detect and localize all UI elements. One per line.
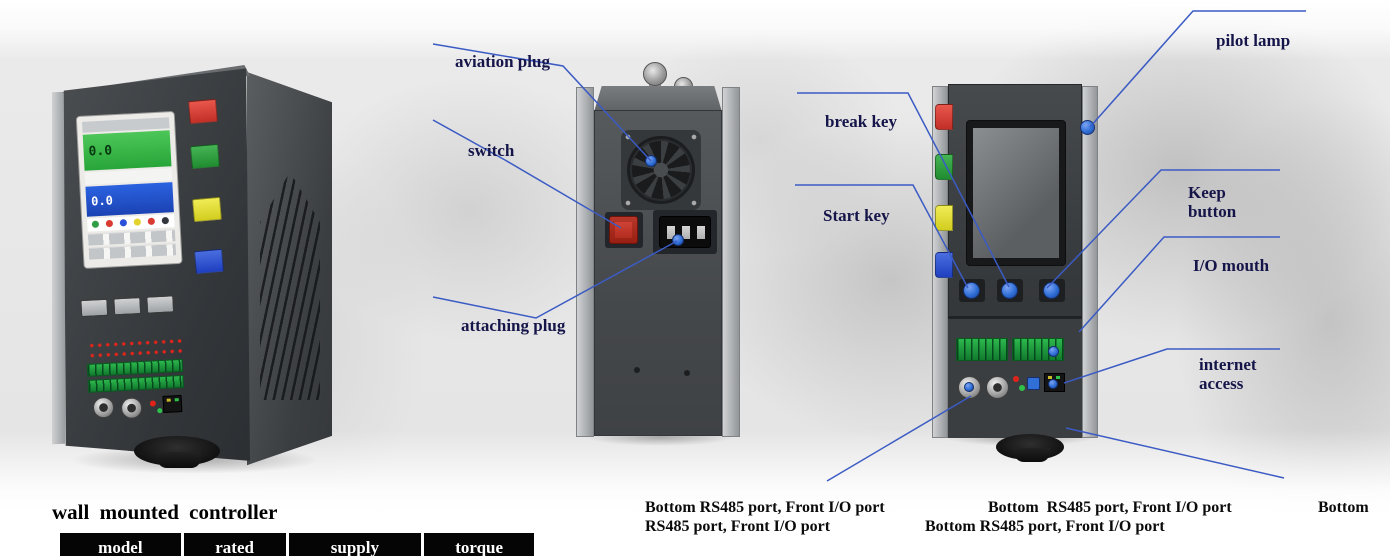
- terminal-block: [86, 358, 184, 377]
- panel-button-1: [80, 298, 109, 318]
- spec-header-rated: rated: [183, 533, 286, 556]
- mount-flange-left: [576, 87, 594, 437]
- caption-bottom-ports-left-1: Bottom RS485 port, Front I/O port: [645, 499, 885, 516]
- green-led: [1019, 385, 1025, 391]
- attaching-plug-marker: [672, 234, 684, 246]
- panel-button-3: [146, 295, 175, 314]
- label-attaching-plug: attaching plug: [461, 316, 566, 335]
- pilot-lamp-indicator: [1080, 120, 1095, 135]
- io-terminal-block: [956, 338, 1008, 361]
- cooling-fan: [627, 136, 695, 204]
- panel-button-2: [113, 297, 142, 316]
- terminal-block: [87, 374, 185, 393]
- power-switch: [609, 216, 638, 244]
- led-matrix: [85, 332, 183, 359]
- keep-button-plate: [1039, 279, 1065, 302]
- screen-green-readout: 0.0: [82, 130, 172, 171]
- device-screen: 0.0 0.0: [75, 110, 183, 269]
- red-led: [1013, 376, 1019, 382]
- color-tab-green: [935, 154, 953, 180]
- label-switch: switch: [468, 141, 515, 160]
- label-start-key: Start key: [823, 206, 890, 225]
- caption-bottom-far-right: Bottom: [1318, 499, 1369, 516]
- spec-header-supply: supply: [288, 533, 422, 556]
- screen-softkeys-row2: [88, 243, 177, 260]
- green-led: [157, 408, 163, 414]
- break-key-plate: [997, 279, 1023, 302]
- label-io-mouth: I/O mouth: [1193, 256, 1270, 275]
- label-break-key: break key: [825, 112, 897, 131]
- ethernet-port: [162, 394, 183, 413]
- label-pilot-lamp: pilot lamp: [1216, 31, 1291, 50]
- color-tab-blue: [935, 252, 953, 278]
- mount-flange-right: [722, 87, 740, 437]
- keep-button: [1043, 282, 1060, 299]
- caption-bottom-ports-right-1: Bottom RS485 port, Front I/O port: [988, 499, 1232, 516]
- green-value: 0.0: [88, 143, 113, 160]
- spec-header-model: model: [60, 533, 181, 556]
- round-connector: [986, 376, 1009, 399]
- start-key-plate: [959, 279, 985, 302]
- rs485-marker: [964, 382, 974, 392]
- blue-connector: [1027, 377, 1040, 390]
- power-inlet: [659, 216, 711, 248]
- screw-hole: [684, 370, 690, 376]
- cable-gland-large: [643, 62, 667, 86]
- color-tab-red: [935, 104, 953, 130]
- rear-top-cap: [594, 86, 722, 112]
- label-aviation-plug: aviation plug: [455, 52, 550, 71]
- label-internet-access: internet access: [1199, 355, 1257, 393]
- front-screen: [973, 128, 1059, 258]
- left-device-base-stub: [157, 452, 201, 468]
- screw-hole: [634, 367, 640, 373]
- screen-blue-readout: 0.0: [85, 182, 174, 217]
- spec-header-torque: torque: [424, 533, 534, 556]
- left-device-front-content: 0.0 0.0: [56, 83, 261, 460]
- right-device-base-stub: [1014, 448, 1050, 462]
- label-keep-button: Keep button: [1188, 183, 1237, 221]
- vent-grill: [260, 172, 320, 400]
- round-connector: [120, 397, 143, 420]
- internet-access-marker: [1048, 379, 1058, 389]
- caption-bottom-ports-right-2: Bottom RS485 port, Front I/O port: [925, 518, 1165, 535]
- caption-bottom-ports-left-2: RS485 port, Front I/O port: [645, 518, 831, 535]
- red-led: [149, 400, 157, 407]
- page-title: wall mounted controller: [52, 500, 278, 524]
- round-connector: [92, 396, 115, 419]
- start-key-button: [963, 282, 980, 299]
- aviation-plug-marker: [645, 155, 657, 167]
- color-tab-yellow: [935, 205, 953, 231]
- mount-flange-right: [1082, 86, 1098, 438]
- spec-table-header-row: model rated supply torque: [60, 533, 534, 556]
- io-mouth-marker: [1048, 346, 1059, 357]
- break-key-button: [1001, 282, 1018, 299]
- blue-value: 0.0: [90, 193, 114, 209]
